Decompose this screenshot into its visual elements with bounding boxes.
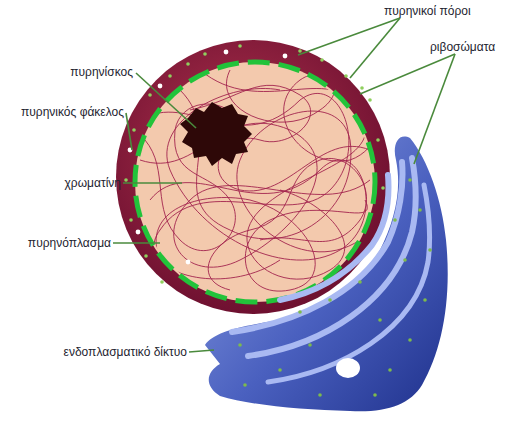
part-label: ενδοπλασματικό δίκτυο <box>64 345 187 359</box>
leader-line <box>126 113 132 150</box>
er-lumen <box>232 162 402 332</box>
er-lumen <box>280 175 388 300</box>
er-membrane <box>205 137 448 412</box>
leader-line <box>360 54 455 94</box>
leader-lines <box>113 18 455 352</box>
leader-line <box>113 242 160 244</box>
ribosome-dots <box>124 44 385 284</box>
part-label: πυρηνίσκος <box>70 65 133 79</box>
er-hole <box>336 358 360 378</box>
leader-line <box>189 350 214 352</box>
endoplasmic-reticulum <box>205 137 448 412</box>
nucleolus <box>180 102 252 166</box>
chromatin-strand <box>180 90 360 252</box>
leader-line <box>136 73 196 128</box>
part-label: πυρηνόπλασμα <box>28 236 111 250</box>
er-lumen <box>268 185 430 382</box>
leader-line <box>350 18 400 78</box>
part-label: ριβοσώματα <box>430 40 495 54</box>
leader-line <box>414 54 455 164</box>
er-ribosomes <box>238 178 432 397</box>
nuclear-envelope <box>135 62 375 302</box>
part-label: πυρηνικός φάκελος <box>21 105 124 119</box>
nucleus-outer <box>116 40 390 314</box>
part-label: πυρηνικοί πόροι <box>384 4 471 18</box>
nucleus <box>116 40 390 314</box>
leader-line <box>123 182 182 184</box>
chromatin-strand <box>140 123 370 267</box>
nucleoplasm <box>135 62 375 302</box>
part-label: χρωματίνη <box>65 176 121 190</box>
pore-dots <box>128 50 288 265</box>
